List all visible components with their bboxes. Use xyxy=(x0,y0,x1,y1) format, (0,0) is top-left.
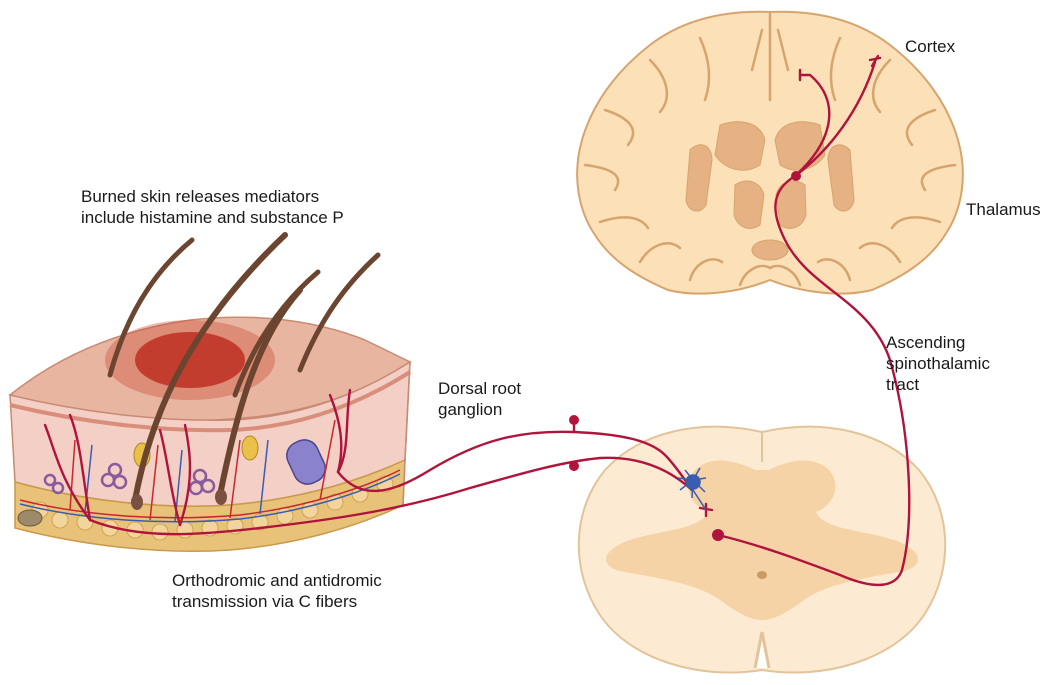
label-transmission: Orthodromic and antidromic transmission … xyxy=(172,570,382,612)
label-transmission-line1: Orthodromic and antidromic xyxy=(172,570,382,591)
spinal-synapse-node xyxy=(712,529,724,541)
label-burned-skin-line2: include histamine and substance P xyxy=(81,207,344,228)
label-dorsal-root-line2: ganglion xyxy=(438,399,521,420)
label-burned-skin-line1: Burned skin releases mediators xyxy=(81,186,344,207)
label-ascending-line2: spinothalamic xyxy=(886,353,990,374)
label-dorsal-root-line1: Dorsal root xyxy=(438,378,521,399)
dorsal-root-ganglion-node-lower xyxy=(569,461,579,471)
label-cortex: Cortex xyxy=(905,36,955,57)
spinal-cord-section xyxy=(579,427,945,673)
label-dorsal-root-ganglion: Dorsal root ganglion xyxy=(438,378,521,420)
label-transmission-line2: transmission via C fibers xyxy=(172,591,382,612)
label-thalamus: Thalamus xyxy=(966,199,1041,220)
label-ascending-tract: Ascending spinothalamic tract xyxy=(886,332,990,395)
label-ascending-line1: Ascending xyxy=(886,332,990,353)
label-burned-skin: Burned skin releases mediators include h… xyxy=(81,186,344,228)
label-ascending-line3: tract xyxy=(886,374,990,395)
thalamus-synapse-node xyxy=(791,171,801,181)
dorsal-root-ganglion-node-upper xyxy=(569,415,579,425)
